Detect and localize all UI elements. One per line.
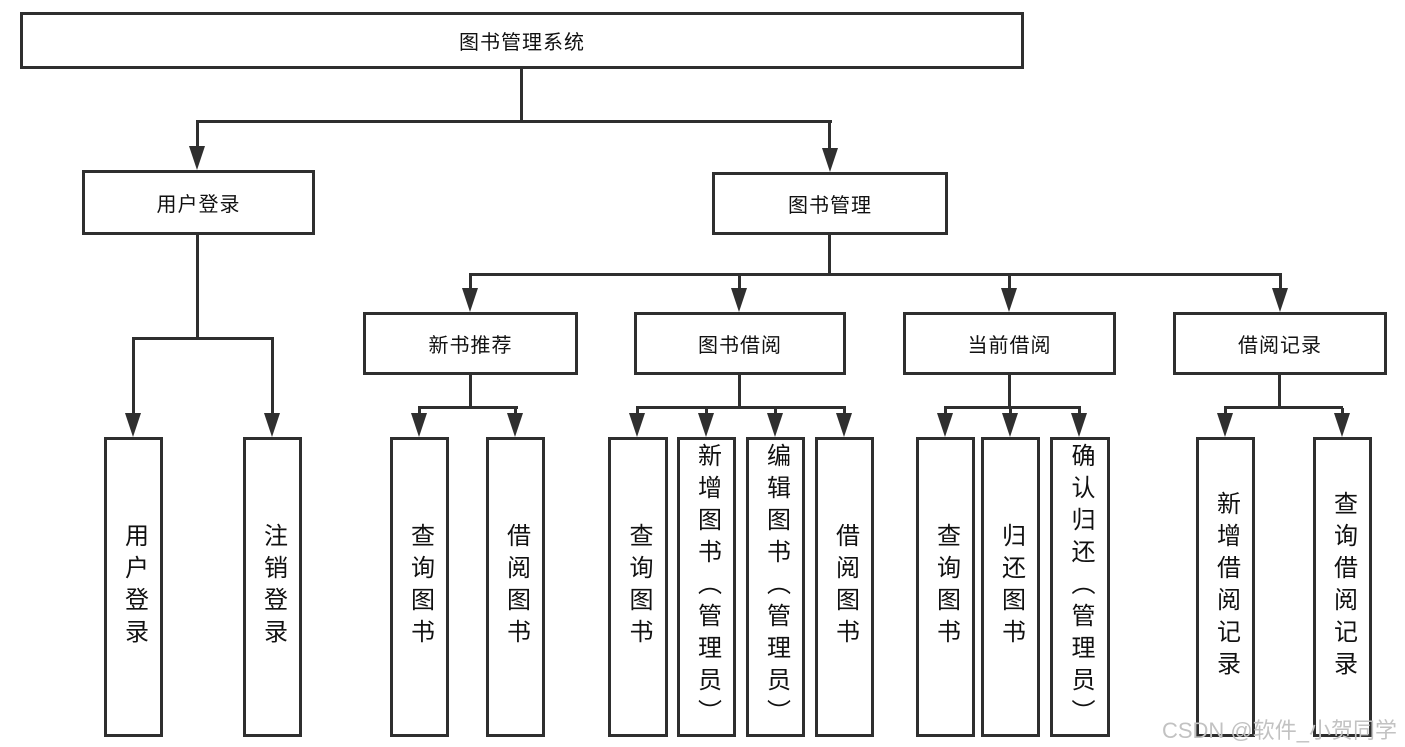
connector-vline — [418, 408, 421, 414]
connector-vline — [636, 408, 639, 414]
leaf-borrow-books-recommendation: 借阅图书 — [486, 437, 545, 737]
leaf-logout: 注销登录 — [243, 437, 302, 737]
leaf-label: 查询图书 — [932, 523, 960, 651]
node-book-borrowing: 图书借阅 — [634, 312, 846, 375]
arrow-down-icon — [937, 413, 953, 437]
node-label: 当前借阅 — [967, 335, 1052, 357]
node-current-borrowing: 当前借阅 — [903, 312, 1116, 375]
connector-vline — [1008, 275, 1011, 291]
node-new-book-recommendation: 新书推荐 — [363, 312, 578, 375]
leaf-label: 新增借阅记录 — [1212, 491, 1240, 683]
leaf-confirm-return-admin: 确认归还（管理员） — [1050, 437, 1110, 737]
node-user-login-branch: 用户登录 — [82, 170, 315, 235]
connector-vline — [1278, 375, 1281, 408]
connector-vline — [1341, 408, 1344, 414]
connector-vline — [520, 68, 523, 123]
node-label: 图书管理 — [788, 195, 872, 217]
leaf-query-books-borrowing: 查询图书 — [608, 437, 668, 737]
connector-hline — [418, 406, 518, 409]
leaf-label: 注销登录 — [259, 523, 287, 651]
leaf-label: 用户登录 — [120, 523, 148, 651]
connector-hline — [196, 120, 832, 123]
arrow-down-icon — [1001, 288, 1017, 312]
leaf-query-books-current: 查询图书 — [916, 437, 975, 737]
leaf-label: 新增图书（管理员） — [693, 443, 721, 731]
leaf-label: 确认归还（管理员） — [1067, 443, 1094, 731]
node-borrowing-records: 借阅记录 — [1173, 312, 1387, 375]
connector-vline — [514, 408, 517, 414]
connector-vline — [132, 339, 135, 417]
arrow-down-icon — [1217, 413, 1233, 437]
leaf-query-books-recommendation: 查询图书 — [390, 437, 449, 737]
arrow-down-icon — [125, 413, 141, 437]
arrow-down-icon — [462, 288, 478, 312]
connector-hline — [944, 406, 1081, 409]
connector-vline — [828, 235, 831, 275]
leaf-label: 查询图书 — [406, 523, 434, 651]
connector-vline — [944, 408, 947, 414]
arrow-down-icon — [507, 413, 523, 437]
connector-vline — [1078, 408, 1081, 414]
csdn-watermark: CSDN @软件_小贺同学 — [1161, 718, 1397, 743]
connector-vline — [196, 122, 199, 150]
connector-vline — [1279, 275, 1282, 291]
arrow-down-icon — [822, 148, 838, 172]
node-label: 新书推荐 — [428, 335, 513, 357]
leaf-add-borrow-record: 新增借阅记录 — [1196, 437, 1255, 737]
connector-vline — [738, 275, 741, 291]
connector-vline — [843, 408, 846, 414]
arrow-down-icon — [698, 413, 714, 437]
leaf-query-borrow-record: 查询借阅记录 — [1313, 437, 1372, 737]
leaf-user-login: 用户登录 — [104, 437, 163, 737]
arrow-down-icon — [1071, 413, 1087, 437]
leaf-label: 查询借阅记录 — [1329, 491, 1357, 683]
arrow-down-icon — [767, 413, 783, 437]
leaf-label: 查询图书 — [625, 523, 652, 651]
node-label: 借阅记录 — [1238, 335, 1322, 357]
connector-hline — [636, 406, 846, 409]
connector-vline — [469, 375, 472, 408]
connector-vline — [828, 122, 831, 152]
arrow-down-icon — [189, 146, 205, 170]
leaf-add-books-admin: 新增图书（管理员） — [677, 437, 736, 737]
connector-hline — [469, 273, 1282, 276]
arrow-down-icon — [1002, 413, 1018, 437]
arrow-down-icon — [411, 413, 427, 437]
node-library-management-system: 图书管理系统 — [20, 12, 1024, 69]
arrow-down-icon — [731, 288, 747, 312]
connector-vline — [196, 235, 199, 340]
leaf-label: 借阅图书 — [831, 523, 859, 651]
node-label: 图书借阅 — [698, 335, 782, 357]
connector-vline — [271, 339, 274, 417]
connector-vline — [705, 408, 708, 414]
connector-vline — [774, 408, 777, 414]
arrow-down-icon — [264, 413, 280, 437]
leaf-label: 编辑图书（管理员） — [762, 443, 790, 731]
leaf-edit-books-admin: 编辑图书（管理员） — [746, 437, 805, 737]
node-label: 图书管理系统 — [459, 32, 585, 54]
node-label: 用户登录 — [156, 194, 241, 216]
connector-vline — [1009, 408, 1012, 414]
leaf-label: 借阅图书 — [502, 523, 530, 651]
node-book-management: 图书管理 — [712, 172, 948, 235]
arrow-down-icon — [1272, 288, 1288, 312]
connector-vline — [469, 275, 472, 291]
arrow-down-icon — [836, 413, 852, 437]
connector-hline — [132, 337, 274, 340]
leaf-label: 归还图书 — [997, 523, 1025, 651]
arrow-down-icon — [1334, 413, 1350, 437]
connector-hline — [1224, 406, 1343, 409]
connector-vline — [1224, 408, 1227, 414]
leaf-borrow-books-borrowing: 借阅图书 — [815, 437, 874, 737]
connector-vline — [738, 375, 741, 408]
arrow-down-icon — [629, 413, 645, 437]
leaf-return-books: 归还图书 — [981, 437, 1040, 737]
connector-vline — [1008, 375, 1011, 408]
